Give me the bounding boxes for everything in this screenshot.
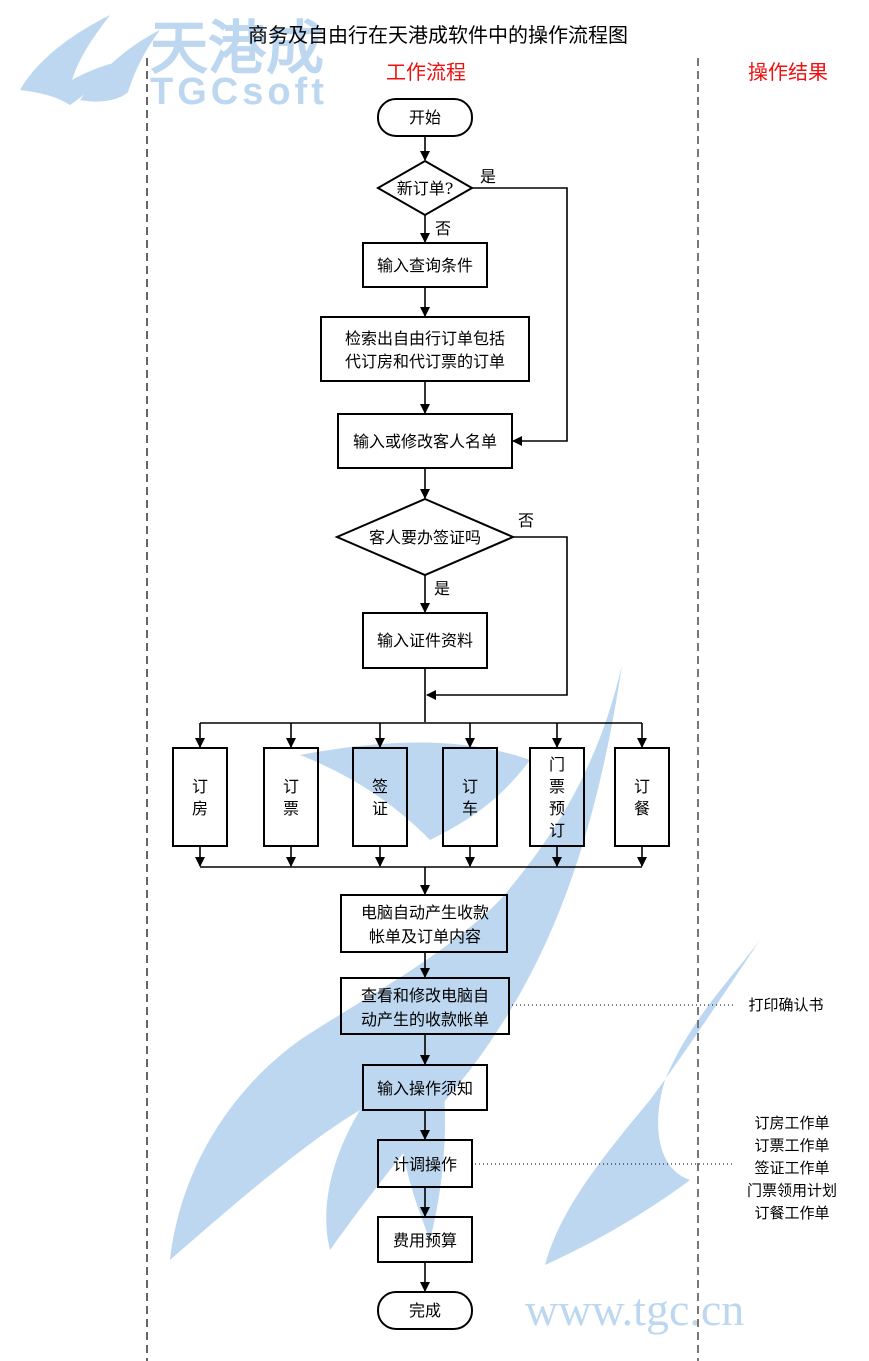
op-notes-label: 输入操作须知 bbox=[377, 1079, 473, 1098]
new-order-label: 新订单? bbox=[397, 179, 454, 198]
new-order-yes-label: 是 bbox=[480, 167, 496, 186]
search-orders-label-line1: 检索出自由行订单包括 bbox=[345, 329, 505, 348]
service-box bbox=[263, 747, 319, 847]
service-label-char: 订 bbox=[462, 777, 478, 796]
column-header-result: 操作结果 bbox=[748, 60, 828, 84]
search-orders-label-line2: 代订房和代订票的订单 bbox=[345, 352, 505, 371]
service-label-char: 证 bbox=[372, 799, 388, 818]
result-work-order: 签证工作单 bbox=[754, 1159, 829, 1177]
result-work-order: 订餐工作单 bbox=[754, 1204, 829, 1222]
service-label-char: 订 bbox=[283, 777, 299, 796]
service-label-char: 房 bbox=[192, 799, 208, 818]
auto-bill-box bbox=[340, 894, 508, 953]
result-print-confirmation: 打印确认书 bbox=[748, 996, 823, 1014]
service-label-char: 票 bbox=[549, 777, 565, 796]
column-header-workflow: 工作流程 bbox=[386, 60, 466, 84]
service-box bbox=[172, 747, 228, 847]
service-label-char: 门 bbox=[549, 755, 565, 774]
service-box bbox=[614, 747, 670, 847]
watermark-large-swoosh-3 bbox=[545, 940, 760, 1265]
auto-bill-label-line2: 帐单及订单内容 bbox=[369, 927, 481, 946]
result-work-order: 门票领用计划 bbox=[747, 1182, 837, 1200]
input-query-label: 输入查询条件 bbox=[377, 256, 473, 275]
service-label-char: 订 bbox=[634, 777, 650, 796]
review-bill-label-line1: 查看和修改电脑自 bbox=[361, 986, 489, 1005]
result-work-order: 订票工作单 bbox=[754, 1137, 829, 1155]
result-work-order: 订房工作单 bbox=[754, 1114, 829, 1132]
search-orders-box bbox=[320, 316, 530, 382]
budget-label: 费用预算 bbox=[393, 1231, 457, 1250]
auto-bill-label-line1: 电脑自动产生收款 bbox=[361, 903, 489, 922]
input-docs-label: 输入证件资料 bbox=[377, 631, 473, 650]
watermark: 天港成 TGCsoft www.tgc.cn bbox=[20, 15, 760, 1335]
visa-decision-label: 客人要办签证吗 bbox=[369, 528, 481, 547]
watermark-large-swoosh-4 bbox=[399, 1010, 445, 1240]
dispatch-label: 计调操作 bbox=[393, 1155, 457, 1174]
service-label-char: 预 bbox=[549, 799, 565, 818]
connector-yes-branch bbox=[472, 187, 568, 446]
end-label: 完成 bbox=[409, 1301, 441, 1320]
watermark-url: www.tgc.cn bbox=[525, 1284, 744, 1335]
new-order-no-label: 否 bbox=[435, 219, 451, 238]
watermark-brand-cn: 天港成 bbox=[150, 16, 324, 81]
edit-guests-label: 输入或修改客人名单 bbox=[353, 432, 497, 451]
service-label-char: 订 bbox=[549, 821, 565, 840]
end-terminal bbox=[377, 1291, 473, 1330]
start-label: 开始 bbox=[409, 108, 441, 127]
watermark-logo-swoosh-right bbox=[80, 30, 160, 102]
watermark-brand-en: TGCsoft bbox=[150, 71, 328, 113]
watermark-large-swoosh-2 bbox=[300, 742, 530, 840]
connector-visa-no-branch bbox=[426, 536, 568, 700]
service-label-char: 订 bbox=[192, 777, 208, 796]
service-label-char: 车 bbox=[462, 799, 478, 818]
service-label-char: 签 bbox=[372, 777, 388, 796]
visa-yes-label: 是 bbox=[434, 579, 450, 598]
service-label-char: 餐 bbox=[634, 799, 650, 818]
visa-no-label: 否 bbox=[518, 511, 534, 530]
service-label-char: 票 bbox=[283, 799, 299, 818]
watermark-large-swoosh-1 bbox=[170, 665, 622, 1260]
chart-title: 商务及自由行在天港成软件中的操作流程图 bbox=[248, 23, 628, 47]
review-bill-label-line2: 动产生的收款帐单 bbox=[361, 1010, 489, 1029]
